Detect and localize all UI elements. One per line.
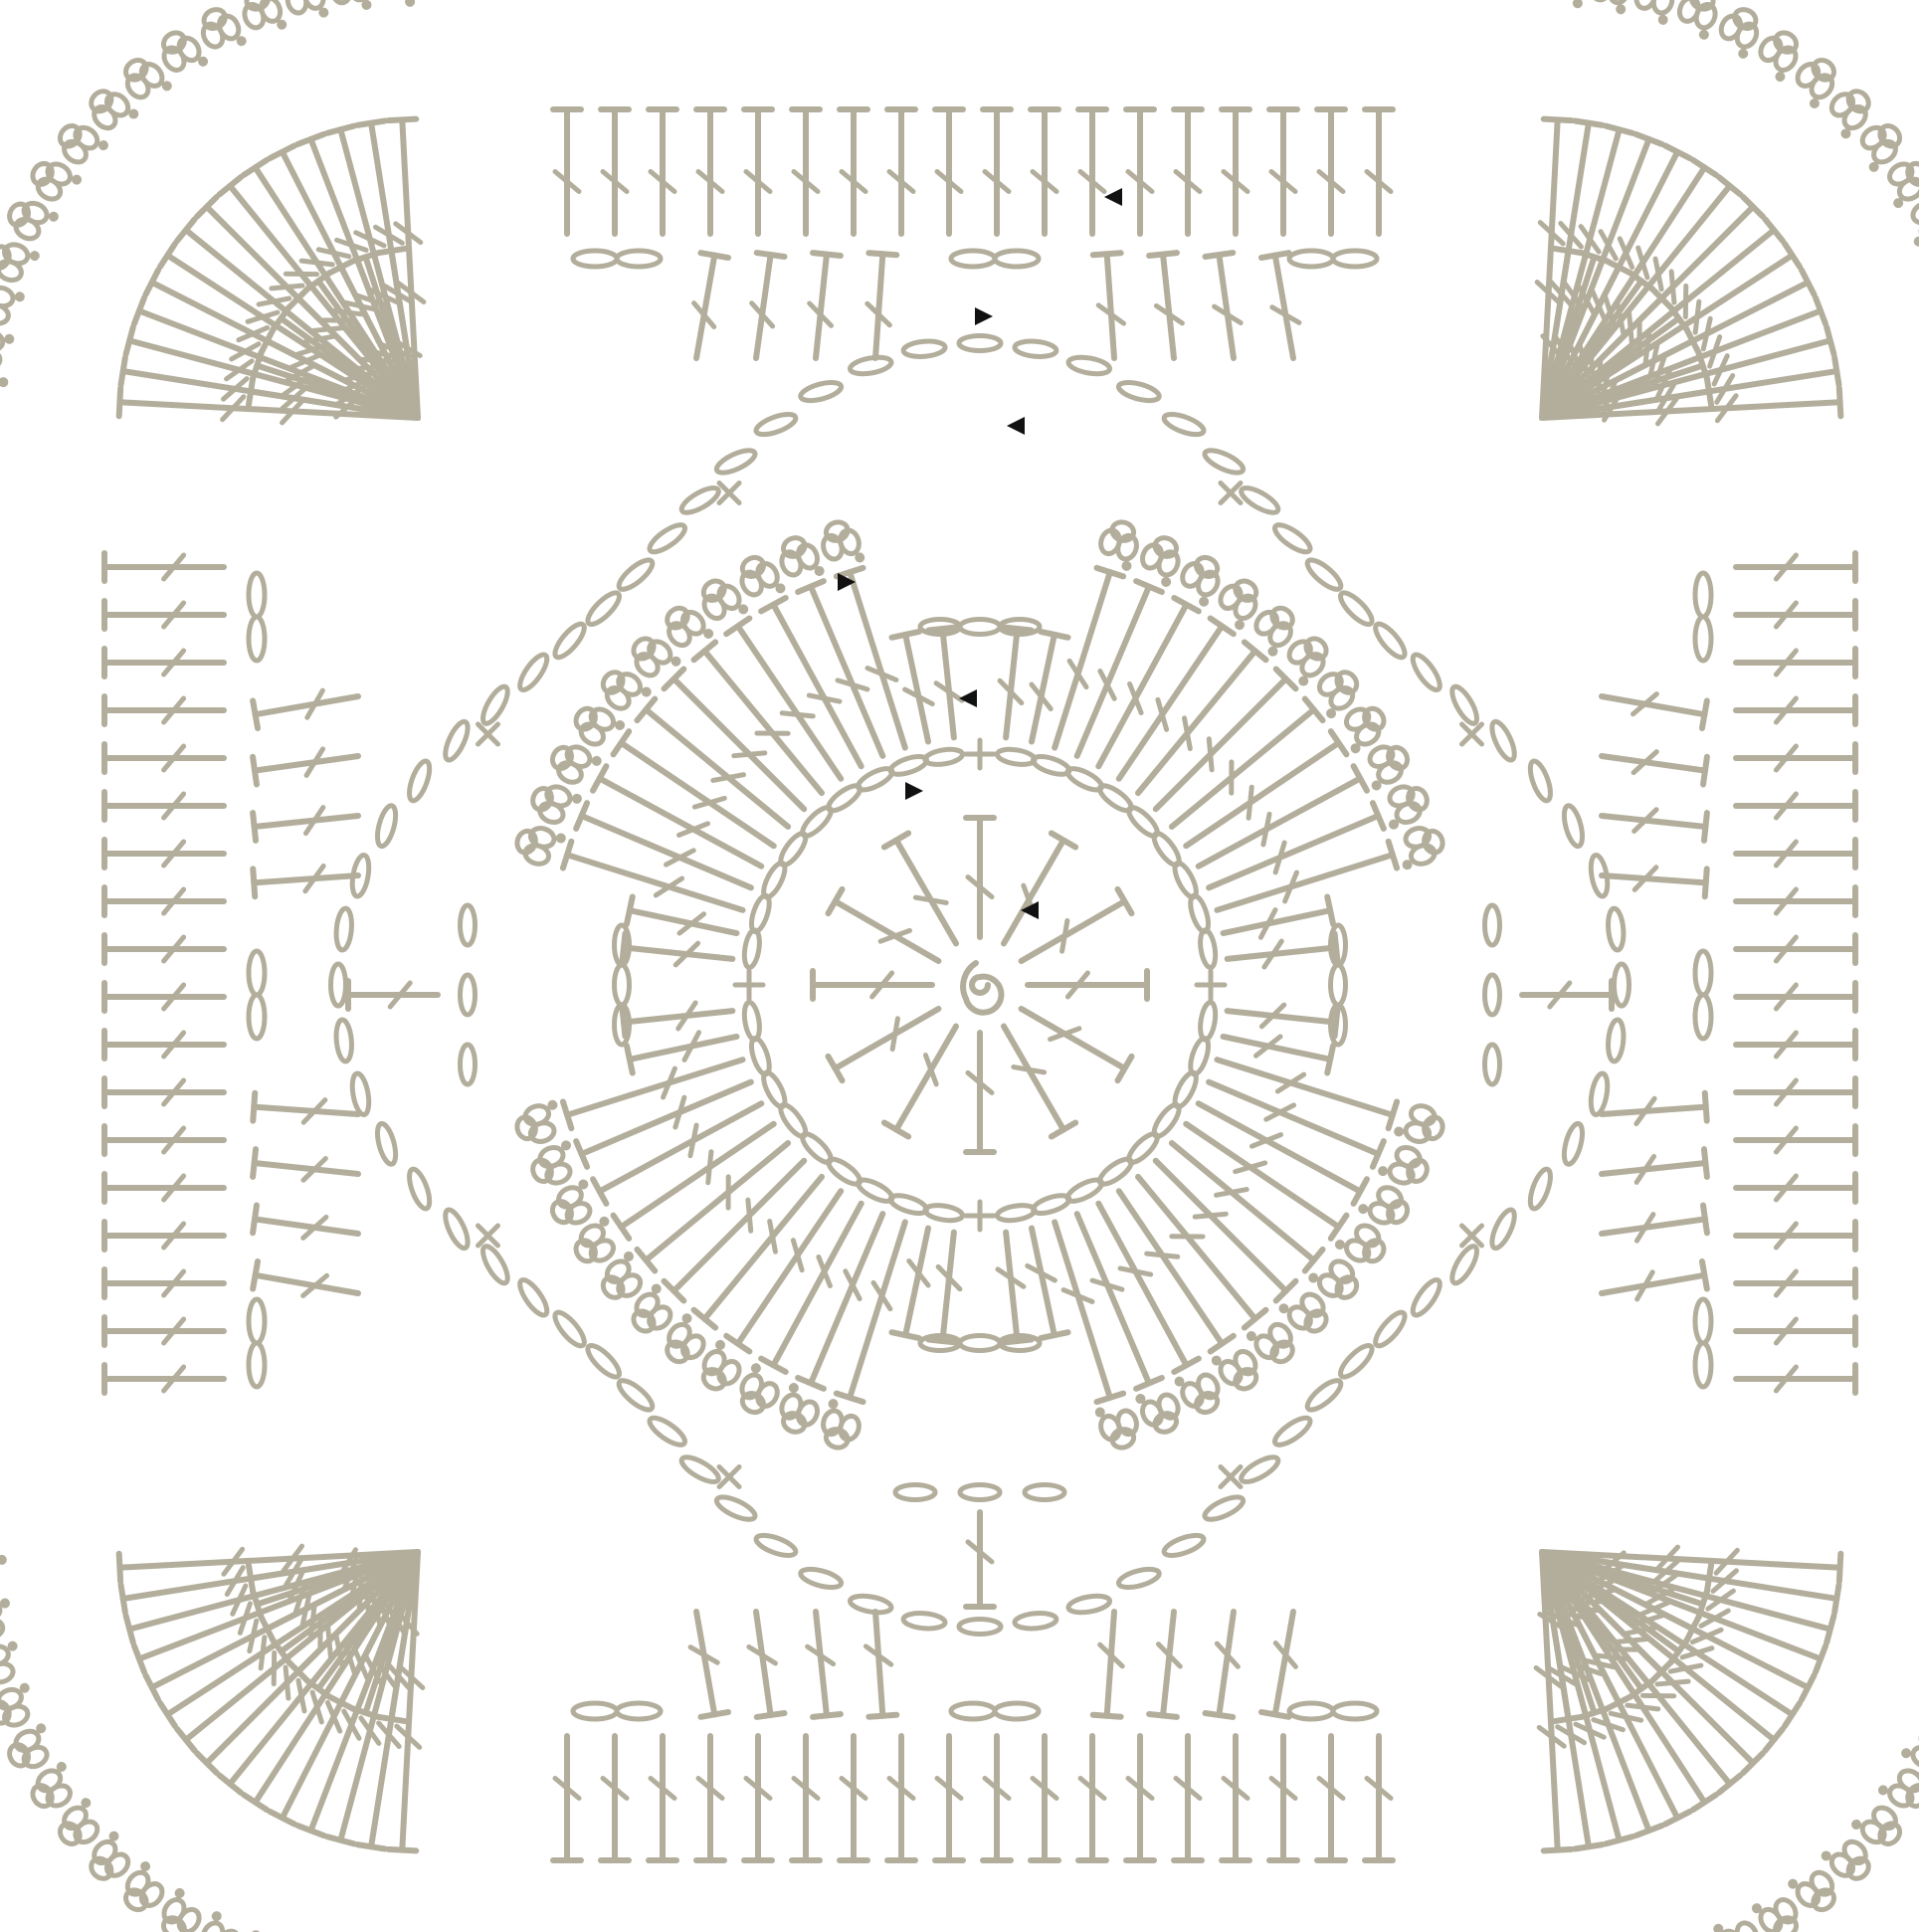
crochet-diagram xyxy=(0,0,1919,1932)
